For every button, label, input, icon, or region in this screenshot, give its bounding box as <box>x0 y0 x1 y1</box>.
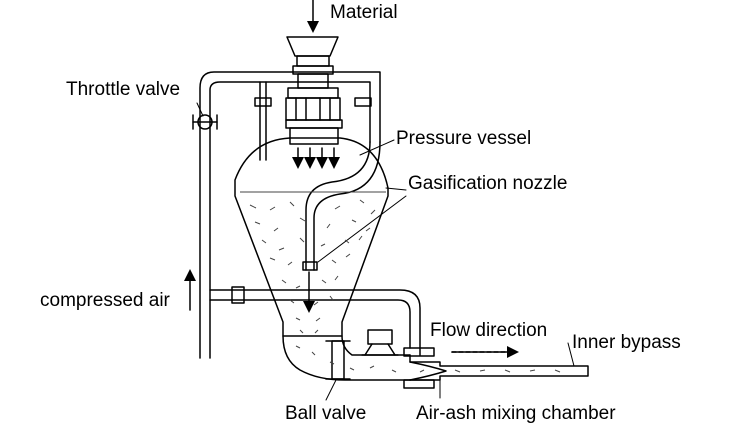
label-compressed-air: compressed air <box>40 290 170 311</box>
outlet-elbow <box>282 335 411 381</box>
label-pressure-vessel: Pressure vessel <box>396 128 532 149</box>
label-throttle-valve: Throttle valve <box>66 79 181 100</box>
mixing-chamber-valve <box>361 329 399 356</box>
label-air-ash-mixing-chamber: Air-ash mixing chamber <box>416 403 616 424</box>
gasification-nozzle-pipe <box>305 141 371 271</box>
branch-valves <box>254 81 372 161</box>
mixing-pipe <box>403 347 589 389</box>
feed-hopper <box>285 36 343 145</box>
leader-lines <box>196 102 575 401</box>
compressed-air-line <box>199 71 381 359</box>
label-gasification-nozzle: Gasification nozzle <box>408 173 568 194</box>
throttle-valve <box>192 114 218 130</box>
label-material: Material <box>330 2 398 23</box>
label-inner-bypass: Inner bypass <box>572 332 681 353</box>
label-flow-direction: Flow direction <box>430 320 548 341</box>
ball-valve <box>325 340 351 380</box>
pressure-vessel-body <box>234 137 389 337</box>
material-fill <box>240 191 561 373</box>
bypass-air-line <box>209 286 421 356</box>
discharge-arrows <box>292 147 340 169</box>
label-ball-valve: Ball valve <box>285 403 367 424</box>
